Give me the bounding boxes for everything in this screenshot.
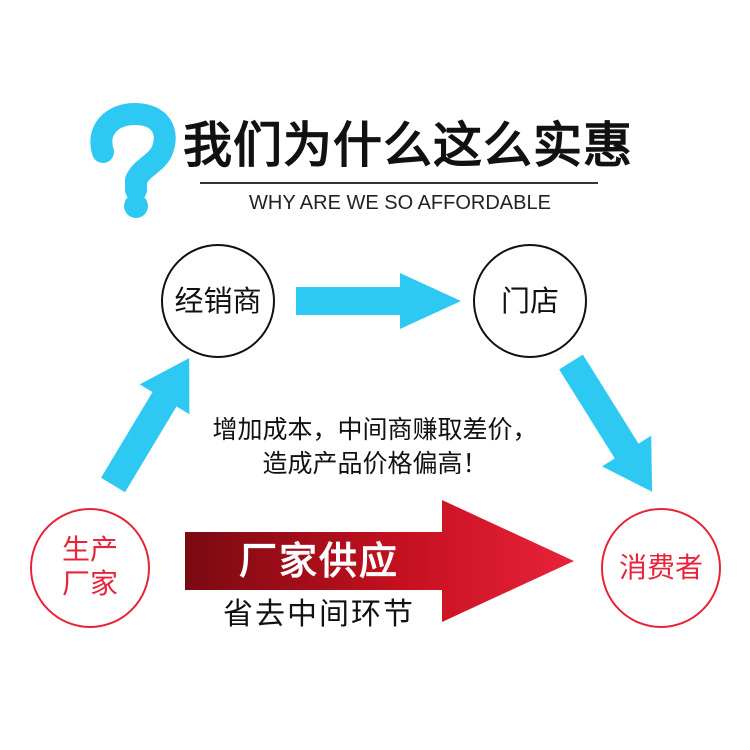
manufacturer-label-line2: 厂家: [61, 567, 118, 600]
direct-supply-banner-arrow: [185, 500, 574, 622]
arrow-manufacturer-to-distributor: [100, 358, 190, 493]
cost-note-line2: 造成产品价格偏高！: [262, 449, 488, 478]
distributor-label: 经销商: [174, 284, 262, 318]
banner-sub-text: 省去中间环节: [223, 597, 415, 632]
consumer-label: 消费者: [618, 551, 703, 584]
question-mark-icon: [90, 103, 176, 201]
manufacturer-circle: [30, 508, 150, 628]
arrow-store-to-consumer: [559, 354, 653, 492]
page-title: 我们为什么这么实惠: [183, 117, 634, 174]
page-subtitle: WHY ARE WE SO AFFORDABLE: [249, 192, 551, 214]
banner-main-text: 厂家供应: [238, 539, 399, 583]
cost-note-line1: 增加成本，中间商赚取差价，: [212, 415, 538, 444]
distributor-circle: [161, 244, 275, 358]
store-circle: [473, 244, 587, 358]
manufacturer-label-line1: 生产: [61, 533, 118, 566]
store-label: 门店: [500, 284, 559, 318]
arrow-distributor-to-store: [296, 273, 461, 329]
consumer-circle: [601, 508, 721, 628]
question-mark-dot: [124, 194, 148, 218]
